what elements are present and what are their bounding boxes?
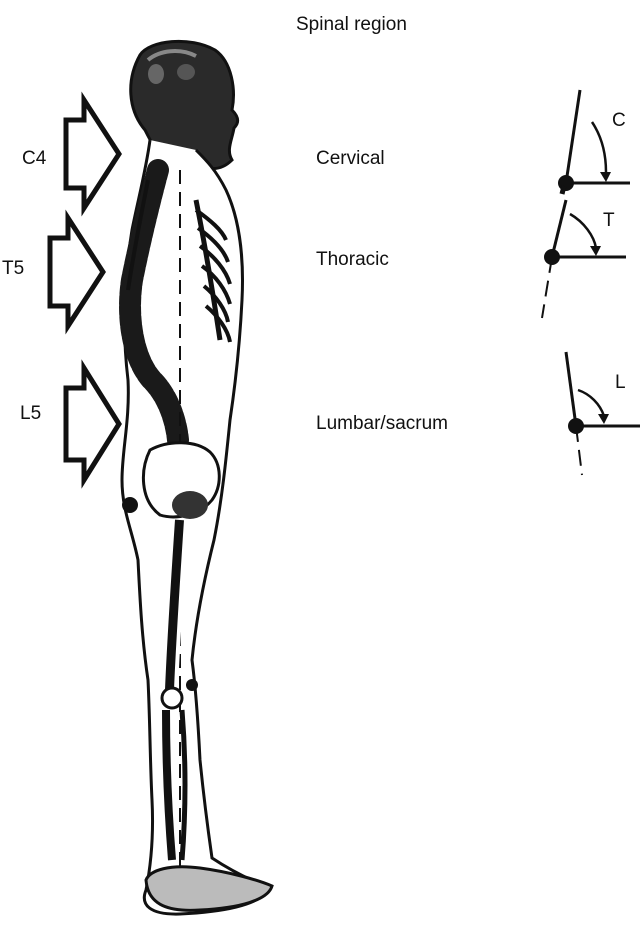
arrow-t5-icon — [50, 218, 103, 326]
knee — [162, 688, 182, 708]
lumbar-angle-diagram — [566, 352, 640, 475]
thoracic-angle-diagram — [542, 186, 626, 318]
arrow-c4-icon — [66, 100, 119, 208]
cervical-angle-diagram — [558, 90, 630, 191]
human-figure — [122, 41, 272, 914]
foot — [146, 867, 272, 911]
arrow-l5-icon — [66, 368, 119, 480]
